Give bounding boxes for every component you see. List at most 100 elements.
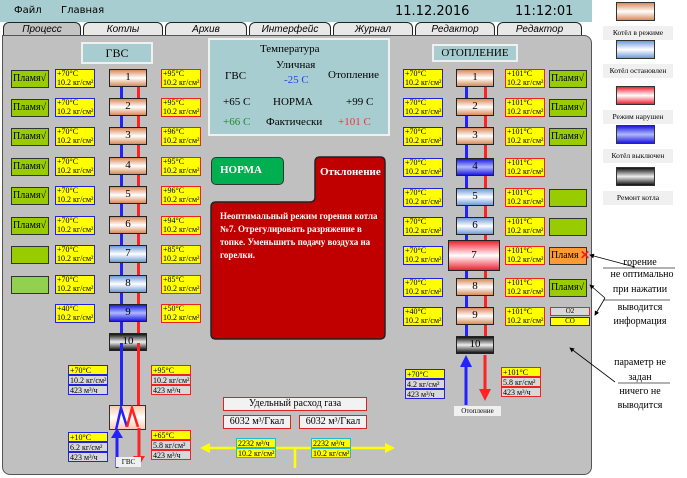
outdoor-label: Уличная <box>276 59 316 71</box>
heating-boiler-6[interactable]: 6 <box>456 217 494 235</box>
heating-inlet-8-temp: +70°C <box>405 278 427 287</box>
heating-boiler-1[interactable]: 1 <box>456 69 494 87</box>
heating-outlet-5-pressure: 10.2 кг/см² <box>507 196 544 206</box>
time-display: 11:12:01 <box>515 4 574 19</box>
gas-consumption-title: Удельный расход газа <box>223 397 367 411</box>
legend-label-orange: Котёл в режиме <box>603 26 673 40</box>
gvs-flame-indicator-1[interactable]: Пламя√ <box>11 70 49 88</box>
heating-return-riser <box>465 79 468 346</box>
heating-outlet-9-pressure: 10.2 кг/см² <box>507 315 544 325</box>
tab-process[interactable]: Процесс <box>3 22 81 36</box>
gvs-boiler-10[interactable]: 10 <box>109 333 147 351</box>
gvs-outlet-3-pressure: 10.2 кг/см² <box>163 135 200 145</box>
menu-home[interactable]: Главная <box>61 5 105 16</box>
heating-outlet-9-temp: +101°C <box>507 307 533 316</box>
tab-bar: Процесс Котлы Архив Интерфейс Журнал Ред… <box>0 22 592 36</box>
heating-flame-indicator-5[interactable] <box>549 189 587 207</box>
heating-inlet-2-temp: +70°C <box>405 98 427 107</box>
gvs-outlet-9-pressure: 10.2 кг/см² <box>163 312 200 322</box>
heating-flame-indicator-6[interactable] <box>549 218 587 236</box>
gvs-inlet-3-temp: +70°C <box>57 127 79 136</box>
heating-norm-value: +99 C <box>346 96 374 108</box>
tab-interface[interactable]: Интерфейс <box>249 22 331 36</box>
legend-label-blue: Котёл выключен <box>603 149 673 163</box>
tab-editor-1[interactable]: Редактор <box>415 22 495 36</box>
gvs-boiler-7[interactable]: 7 <box>109 245 147 263</box>
tab-journal[interactable]: Журнал <box>333 22 413 36</box>
heating-boiler-8[interactable]: 8 <box>456 278 494 296</box>
deviation-tab[interactable]: Отклонение <box>320 166 381 178</box>
heating-boiler-5[interactable]: 5 <box>456 188 494 206</box>
heating-inlet-5-temp: +70°C <box>405 188 427 197</box>
annotation-arrows <box>569 253 675 384</box>
heating-flame-indicator-1[interactable]: Пламя√ <box>549 70 587 88</box>
gvs-outlet-7-pressure: 10.2 кг/см² <box>163 253 200 263</box>
heating-boiler-10[interactable]: 10 <box>456 336 494 354</box>
tab-editor-2[interactable]: Редактор <box>497 22 582 36</box>
heating-flame-indicator-7[interactable]: Пламя <box>549 247 587 265</box>
gvs-flame-indicator-4[interactable]: Пламя√ <box>11 158 49 176</box>
norm-status-button[interactable]: НОРМА <box>211 157 284 185</box>
o2-button[interactable]: O2 <box>550 307 590 316</box>
gvs-flame-indicator-5[interactable]: Пламя√ <box>11 187 49 205</box>
legend-swatch-blue <box>616 125 655 144</box>
gvs-inlet-3-pressure: 10.2 кг/см² <box>57 135 94 145</box>
tab-archive[interactable]: Архив <box>165 22 247 36</box>
tab-boilers[interactable]: Котлы <box>83 22 163 36</box>
heating-supply-pressure: 5.8 кг/см² <box>501 377 541 387</box>
heating-boiler-2[interactable]: 2 <box>456 98 494 116</box>
legend-swatch-lightblue <box>616 40 655 59</box>
gvs-boiler-4[interactable]: 4 <box>109 157 147 175</box>
gvs-flame-indicator-6[interactable]: Пламя√ <box>11 217 49 235</box>
gvs-return-riser <box>120 79 123 343</box>
gvs-hot-temp: +65°C <box>151 430 191 440</box>
gvs-boiler-5[interactable]: 5 <box>109 186 147 204</box>
gvs-boiler-3[interactable]: 3 <box>109 127 147 145</box>
note-combustion-line2: не оптимально <box>610 269 674 280</box>
legend-swatch-orange <box>616 2 655 21</box>
gvs-boiler-8[interactable]: 8 <box>109 275 147 293</box>
menubar: Файл Главная 11.12.2016 11:12:01 <box>0 0 592 22</box>
heating-inlet-2-pressure: 10.2 кг/см² <box>405 106 442 116</box>
gvs-boiler-9[interactable]: 9 <box>109 304 147 322</box>
gvs-boiler-1[interactable]: 1 <box>109 69 147 87</box>
gas-consumption-value-2: 6032 м³/Гкал <box>299 415 367 429</box>
gas-flow-left-rate: 2232 м³/ч <box>236 438 276 448</box>
note-notset-line4: выводится <box>617 400 663 411</box>
co-button[interactable]: CO <box>550 317 590 326</box>
heating-flame-indicator-3[interactable]: Пламя√ <box>549 128 587 146</box>
heating-boiler-7[interactable]: 7 <box>448 240 500 271</box>
note-notset-line2: задан <box>628 372 652 383</box>
gvs-boiler-6[interactable]: 6 <box>109 216 147 234</box>
gvs-flame-indicator-2[interactable]: Пламя√ <box>11 99 49 117</box>
heating-inlet-8-pressure: 10.2 кг/см² <box>405 286 442 296</box>
heating-inlet-4-pressure: 10.2 кг/см² <box>405 166 442 176</box>
heating-boiler-9[interactable]: 9 <box>456 307 494 325</box>
gvs-supply-pipe <box>137 343 140 405</box>
menu-file[interactable]: Файл <box>14 5 42 16</box>
gvs-inlet-9-pressure: 10.2 кг/см² <box>57 312 94 322</box>
gas-flow-right-pressure: 10.2 кг/см² <box>311 448 351 458</box>
gvs-flame-indicator-3[interactable]: Пламя√ <box>11 128 49 146</box>
heating-return-arrow <box>460 355 472 405</box>
heating-boiler-4[interactable]: 4 <box>456 158 494 176</box>
heating-outlet-3-temp: +101°C <box>507 127 533 136</box>
gvs-flame-indicator-8[interactable] <box>11 276 49 294</box>
note-combustion-line1: горение <box>623 257 657 268</box>
heating-boiler-3[interactable]: 3 <box>456 127 494 145</box>
gvs-outlet-2-temp: +95°C <box>163 98 185 107</box>
gvs-boiler-2[interactable]: 2 <box>109 98 147 116</box>
gvs-norm-value: +65 C <box>223 96 251 108</box>
gvs-flame-indicator-7[interactable] <box>11 246 49 264</box>
heating-flame-indicator-2[interactable]: Пламя√ <box>549 99 587 117</box>
norm-label: НОРМА <box>273 96 313 108</box>
heating-flame-indicator-8[interactable]: Пламя√ <box>549 279 587 297</box>
